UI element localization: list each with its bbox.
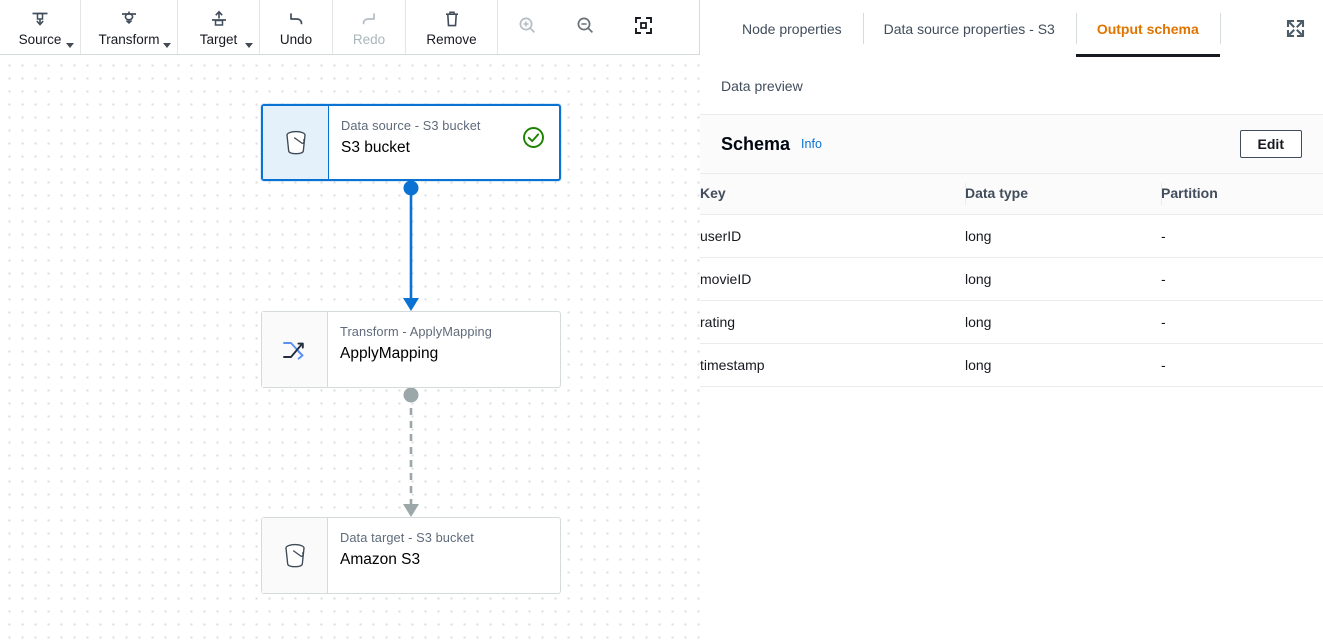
details-subtabs: Data preview (700, 57, 1323, 115)
node-title: S3 bucket (341, 139, 410, 156)
cell-data-type: long (965, 300, 1161, 344)
node-body: Data target - S3 bucket Amazon S3 (328, 518, 560, 593)
node-title: ApplyMapping (340, 345, 439, 362)
schema-table-head: Key Data type Partition (700, 173, 1323, 215)
fit-to-screen-icon (633, 15, 654, 41)
schema-table-body: userID long - movieID long - rating long… (700, 214, 1323, 387)
canvas-toolbar: Source Transform (0, 0, 699, 55)
cell-partition: - (1161, 257, 1323, 301)
column-header-key[interactable]: Key (700, 173, 965, 215)
fit-to-screen-button[interactable] (614, 0, 672, 54)
redo-icon (359, 8, 379, 30)
transform-label: Transform (98, 32, 160, 47)
expand-arrows-icon[interactable] (1279, 12, 1311, 44)
details-pane: Node properties Data source properties -… (700, 0, 1323, 643)
target-icon (209, 8, 229, 30)
tab-data-preview[interactable]: Data preview (721, 77, 803, 94)
chevron-down-icon (245, 43, 253, 48)
remove-label: Remove (426, 32, 477, 47)
redo-button[interactable]: Redo (333, 0, 406, 54)
redo-label: Redo (352, 32, 386, 47)
canvas-pane: Source Transform (0, 0, 700, 643)
cell-partition: - (1161, 214, 1323, 258)
cell-key: userID (700, 214, 965, 258)
table-row[interactable]: userID long - (700, 214, 1323, 258)
target-menu-button[interactable]: Target (178, 0, 260, 54)
table-row[interactable]: timestamp long - (700, 343, 1323, 387)
tab-output-schema[interactable]: Output schema (1075, 0, 1220, 57)
node-subtitle: Transform - ApplyMapping (340, 324, 492, 339)
cell-key: rating (700, 300, 965, 344)
zoom-in-button[interactable] (498, 0, 556, 54)
cell-partition: - (1161, 343, 1323, 387)
zoom-out-button[interactable] (556, 0, 614, 54)
tab-data-source-properties[interactable]: Data source properties - S3 (862, 0, 1076, 57)
transform-icon (119, 8, 139, 30)
schema-header-row: Key Data type Partition (700, 173, 1323, 215)
schema-table: Key Data type Partition userID long - mo… (700, 173, 1323, 387)
target-label: Target (199, 32, 238, 47)
zoom-in-icon (517, 15, 538, 41)
zoom-out-icon (575, 15, 596, 41)
tab-node-properties[interactable]: Node properties (742, 20, 842, 37)
source-menu-button[interactable]: Source (0, 0, 81, 54)
table-row[interactable]: movieID long - (700, 257, 1323, 301)
undo-label: Undo (279, 32, 313, 47)
remove-button[interactable]: Remove (406, 0, 498, 54)
node-title: Amazon S3 (340, 551, 421, 568)
trash-icon (442, 8, 462, 30)
chevron-down-icon (66, 43, 74, 48)
column-header-data-type[interactable]: Data type (965, 173, 1161, 215)
graph-node-data-target[interactable]: Data target - S3 bucket Amazon S3 (261, 517, 561, 594)
connector-transform-to-target (403, 387, 419, 517)
undo-icon (286, 8, 306, 30)
schema-header: Schema Info Edit (700, 115, 1323, 173)
cell-key: movieID (700, 257, 965, 301)
connector-source-to-transform (403, 180, 419, 311)
s3-bucket-icon (262, 518, 328, 593)
node-subtitle: Data source - S3 bucket (341, 118, 481, 133)
details-tabs: Node properties Data source properties -… (700, 0, 1323, 57)
apply-mapping-shuffle-icon (262, 312, 328, 387)
schema-title: Schema (721, 133, 791, 154)
etl-graph-canvas[interactable]: Data source - S3 bucket S3 bucket (0, 55, 700, 643)
cell-key: timestamp (700, 343, 965, 387)
cell-data-type: long (965, 257, 1161, 301)
graph-node-transform[interactable]: Transform - ApplyMapping ApplyMapping (261, 311, 561, 388)
source-icon (30, 8, 50, 30)
edit-button[interactable]: Edit (1239, 130, 1302, 158)
table-row[interactable]: rating long - (700, 300, 1323, 344)
transform-menu-button[interactable]: Transform (81, 0, 178, 54)
valid-check-icon (522, 126, 545, 149)
node-subtitle: Data target - S3 bucket (340, 530, 474, 545)
graph-node-data-source[interactable]: Data source - S3 bucket S3 bucket (261, 104, 561, 181)
node-body: Data source - S3 bucket S3 bucket (329, 106, 559, 179)
undo-button[interactable]: Undo (260, 0, 333, 54)
schema-info-link[interactable]: Info (801, 137, 822, 151)
cell-data-type: long (965, 343, 1161, 387)
source-label: Source (18, 32, 62, 47)
chevron-down-icon (163, 43, 171, 48)
node-body: Transform - ApplyMapping ApplyMapping (328, 312, 560, 387)
cell-partition: - (1161, 300, 1323, 344)
tab-divider (1219, 13, 1221, 44)
column-header-partition[interactable]: Partition (1161, 173, 1323, 215)
cell-data-type: long (965, 214, 1161, 258)
s3-bucket-icon (263, 106, 329, 179)
